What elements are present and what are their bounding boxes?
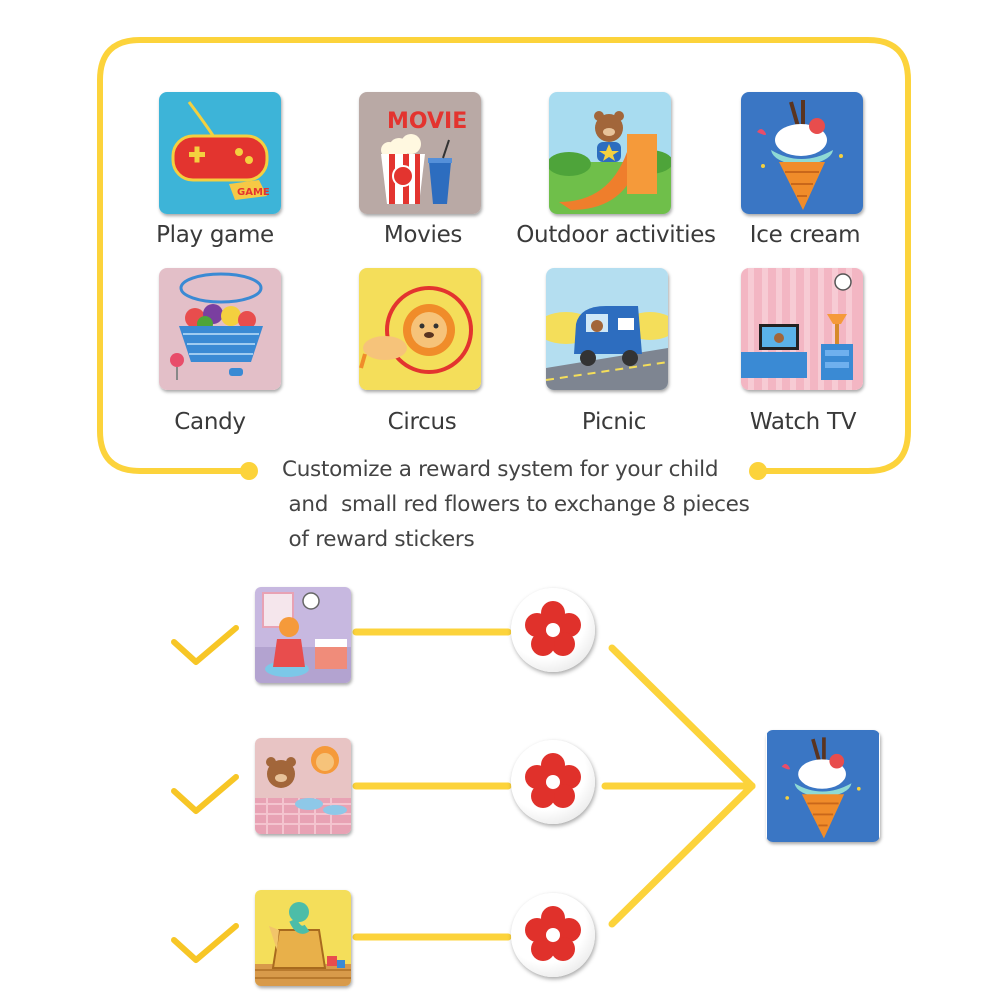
red-flower-icon [525, 906, 581, 961]
popcorn-movie-icon: MOVIE [359, 92, 481, 214]
reward-tile-picnic [546, 268, 668, 390]
red-flower-token-2 [511, 740, 595, 824]
description-line-1: Customize a reward system for your child [282, 457, 719, 482]
description-line-3: of reward stickers [282, 527, 475, 552]
reward-label-circus: Circus [387, 409, 457, 435]
arrow-line-bottom [608, 782, 756, 928]
bear-car-icon [546, 268, 668, 390]
task-sticker-bedroom [255, 587, 351, 683]
reward-tile-outdoor [549, 92, 671, 214]
red-flower-token-1 [511, 588, 595, 672]
red-flower-icon [525, 601, 581, 656]
task-sticker-toys [255, 890, 351, 986]
reward-label-candy: Candy [174, 409, 246, 435]
reward-tile-candy [159, 268, 281, 390]
reward-tile-ice-cream [741, 92, 863, 214]
ice-cream-icon [767, 730, 879, 842]
exchanged-reward-ice-cream [766, 730, 880, 842]
dinosaur-box-icon [255, 890, 351, 986]
reward-tile-watch-tv [741, 268, 863, 390]
svg-text:MOVIE: MOVIE [387, 109, 467, 134]
cat-bedroom-icon [255, 587, 351, 683]
reward-label-watch-tv: Watch TV [749, 409, 857, 435]
task-sticker-dining [255, 738, 351, 834]
ice-cream-icon [741, 92, 863, 214]
description-line-2: and small red flowers to exchange 8 piec… [282, 492, 750, 517]
reward-tile-circus [359, 268, 481, 390]
reward-label-ice-cream: Ice cream [749, 222, 861, 248]
candy-basket-icon [159, 268, 281, 390]
reward-tile-movies: MOVIE [359, 92, 481, 214]
check-icon-2 [171, 774, 239, 814]
reward-label-outdoor: Outdoor activities [516, 222, 716, 248]
lion-hoop-icon [359, 268, 481, 390]
check-icon-3 [171, 923, 239, 963]
tv-room-icon [741, 268, 863, 390]
red-flower-icon [525, 753, 581, 808]
frame-dot-left [240, 462, 258, 480]
reward-frame [97, 37, 911, 474]
reward-label-movies: Movies [383, 222, 463, 248]
description: Customize a reward system for your child… [282, 452, 750, 557]
game-controller-icon: GAME [159, 92, 281, 214]
red-flower-token-3 [511, 893, 595, 977]
bear-dining-icon [255, 738, 351, 834]
check-icon-1 [171, 625, 239, 665]
frame-dot-right [749, 462, 767, 480]
reward-label-play-game: Play game [156, 222, 274, 248]
bear-slide-icon [549, 92, 671, 214]
reward-label-picnic: Picnic [581, 409, 647, 435]
reward-tile-play-game: GAME [159, 92, 281, 214]
arrow-line-top [608, 644, 756, 790]
svg-text:GAME: GAME [237, 187, 270, 198]
